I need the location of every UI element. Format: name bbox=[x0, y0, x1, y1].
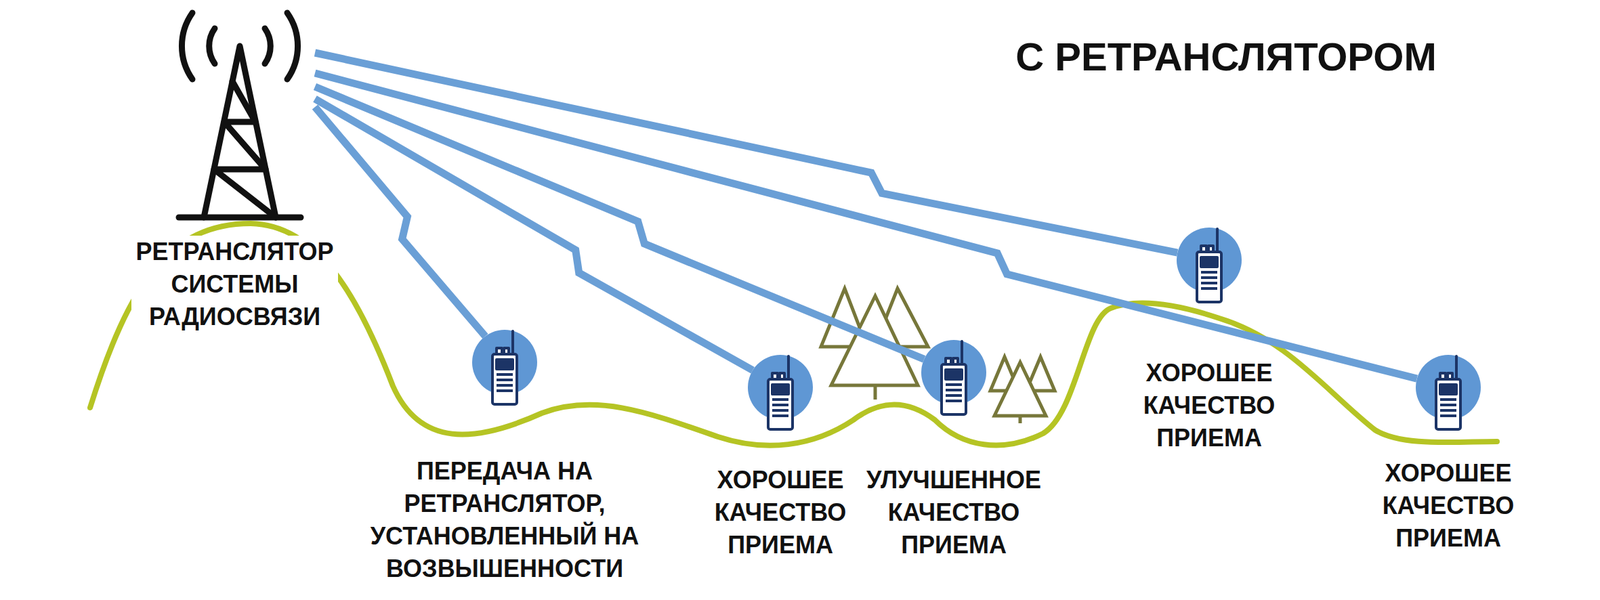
radio-icon bbox=[747, 354, 813, 420]
radio-symbol bbox=[768, 356, 793, 430]
radio-node: ХОРОШЕЕ КАЧЕСТВО ПРИЕМА bbox=[1176, 227, 1242, 293]
radio-icon bbox=[472, 329, 538, 395]
tower-symbol bbox=[178, 12, 301, 218]
radio-grill bbox=[945, 388, 962, 392]
radio-node: ПЕРЕДАЧА НА РЕТРАНСЛЯТОР, УСТАНОВЛЕННЫЙ … bbox=[472, 329, 538, 395]
radio-body bbox=[941, 364, 966, 415]
radio-wave bbox=[287, 12, 299, 80]
signal-link bbox=[314, 73, 1418, 379]
node-label: РЕТРАНСЛЯТОР СИСТЕМЫ РАДИОСВЯЗИ bbox=[131, 235, 338, 334]
radio-symbol bbox=[492, 331, 517, 405]
radio-antenna bbox=[787, 356, 790, 380]
diagram-title: С РЕТРАНСЛЯТОРОМ bbox=[1015, 33, 1437, 80]
radio-grill bbox=[496, 378, 513, 382]
radio-wave bbox=[264, 28, 271, 64]
radio-grill bbox=[945, 394, 962, 397]
tower-base bbox=[178, 214, 301, 221]
radio-antenna bbox=[511, 331, 515, 355]
radio-grill bbox=[772, 409, 789, 412]
radio-grill bbox=[1440, 398, 1457, 402]
radio-symbol bbox=[1436, 356, 1461, 430]
tower-legs bbox=[203, 46, 276, 218]
radio-antenna bbox=[1215, 228, 1219, 252]
tree-symbol bbox=[994, 362, 1046, 424]
signal-link bbox=[314, 98, 753, 371]
radio-circle bbox=[472, 329, 538, 395]
signal-link bbox=[314, 52, 1178, 253]
radio-grill bbox=[496, 389, 513, 393]
radio-body bbox=[1436, 379, 1461, 430]
radio-node: ХОРОШЕЕ КАЧЕСТВО ПРИЕМА bbox=[747, 354, 813, 420]
terrain-line bbox=[90, 223, 1498, 446]
radio-body bbox=[492, 354, 517, 405]
radio-grill bbox=[772, 398, 789, 402]
radio-circle bbox=[1415, 354, 1481, 420]
node-label: ПЕРЕДАЧА НА РЕТРАНСЛЯТОР, УСТАНОВЛЕННЫЙ … bbox=[352, 455, 658, 586]
trees bbox=[820, 288, 1055, 424]
radio-grill bbox=[1201, 270, 1218, 274]
radio-grill bbox=[1201, 287, 1218, 290]
radio-grill bbox=[772, 414, 789, 418]
radio-circle bbox=[747, 354, 813, 420]
radio-grill bbox=[496, 384, 513, 387]
radio-antenna bbox=[1455, 356, 1458, 380]
radio-screen bbox=[772, 384, 789, 395]
radio-grill bbox=[1440, 409, 1457, 412]
radio-circle bbox=[1176, 227, 1242, 293]
node-label: ХОРОШЕЕ КАЧЕСТВО ПРИЕМА bbox=[714, 464, 847, 562]
radio-screen bbox=[1201, 257, 1218, 267]
signal-link bbox=[314, 86, 924, 360]
radio-symbol bbox=[941, 341, 966, 415]
radio-grill bbox=[496, 373, 513, 376]
radio-body bbox=[1196, 251, 1222, 303]
radio-wave bbox=[181, 12, 193, 80]
radio-node: ХОРОШЕЕ КАЧЕСТВО ПРИЕМА bbox=[1415, 354, 1481, 420]
radio-grill bbox=[772, 403, 789, 407]
radio-grill bbox=[1201, 276, 1218, 280]
tower-bracing bbox=[214, 81, 276, 218]
radio-screen bbox=[945, 369, 962, 380]
radio-screen bbox=[1440, 384, 1457, 395]
radio-icon bbox=[1415, 354, 1481, 420]
node-label: ХОРОШЕЕ КАЧЕСТВО ПРИЕМА bbox=[1143, 356, 1276, 455]
radio-antenna bbox=[960, 341, 964, 365]
radio-body bbox=[768, 379, 793, 430]
node-label: ХОРОШЕЕ КАЧЕСТВО ПРИЕМА bbox=[1382, 457, 1515, 555]
radio-symbol bbox=[1196, 228, 1222, 303]
radio-icon bbox=[1176, 227, 1242, 293]
radio-wave bbox=[209, 28, 215, 64]
radio-node: УЛУЧШЕННОЕ КАЧЕСТВО ПРИЕМА bbox=[921, 340, 987, 406]
node-label: УЛУЧШЕННОЕ КАЧЕСТВО ПРИЕМА bbox=[866, 464, 1042, 562]
radio-grill bbox=[1440, 414, 1457, 418]
radio-grill bbox=[945, 399, 962, 403]
radio-grill bbox=[945, 383, 962, 387]
signal-link bbox=[314, 107, 486, 337]
tower-node: РЕТРАНСЛЯТОР СИСТЕМЫ РАДИОСВЯЗИ bbox=[165, 6, 315, 221]
radio-grill bbox=[1201, 281, 1218, 285]
radio-screen bbox=[496, 359, 513, 370]
radio-grill bbox=[1440, 403, 1457, 407]
radio-circle bbox=[921, 340, 987, 406]
radio-icon bbox=[921, 340, 987, 406]
